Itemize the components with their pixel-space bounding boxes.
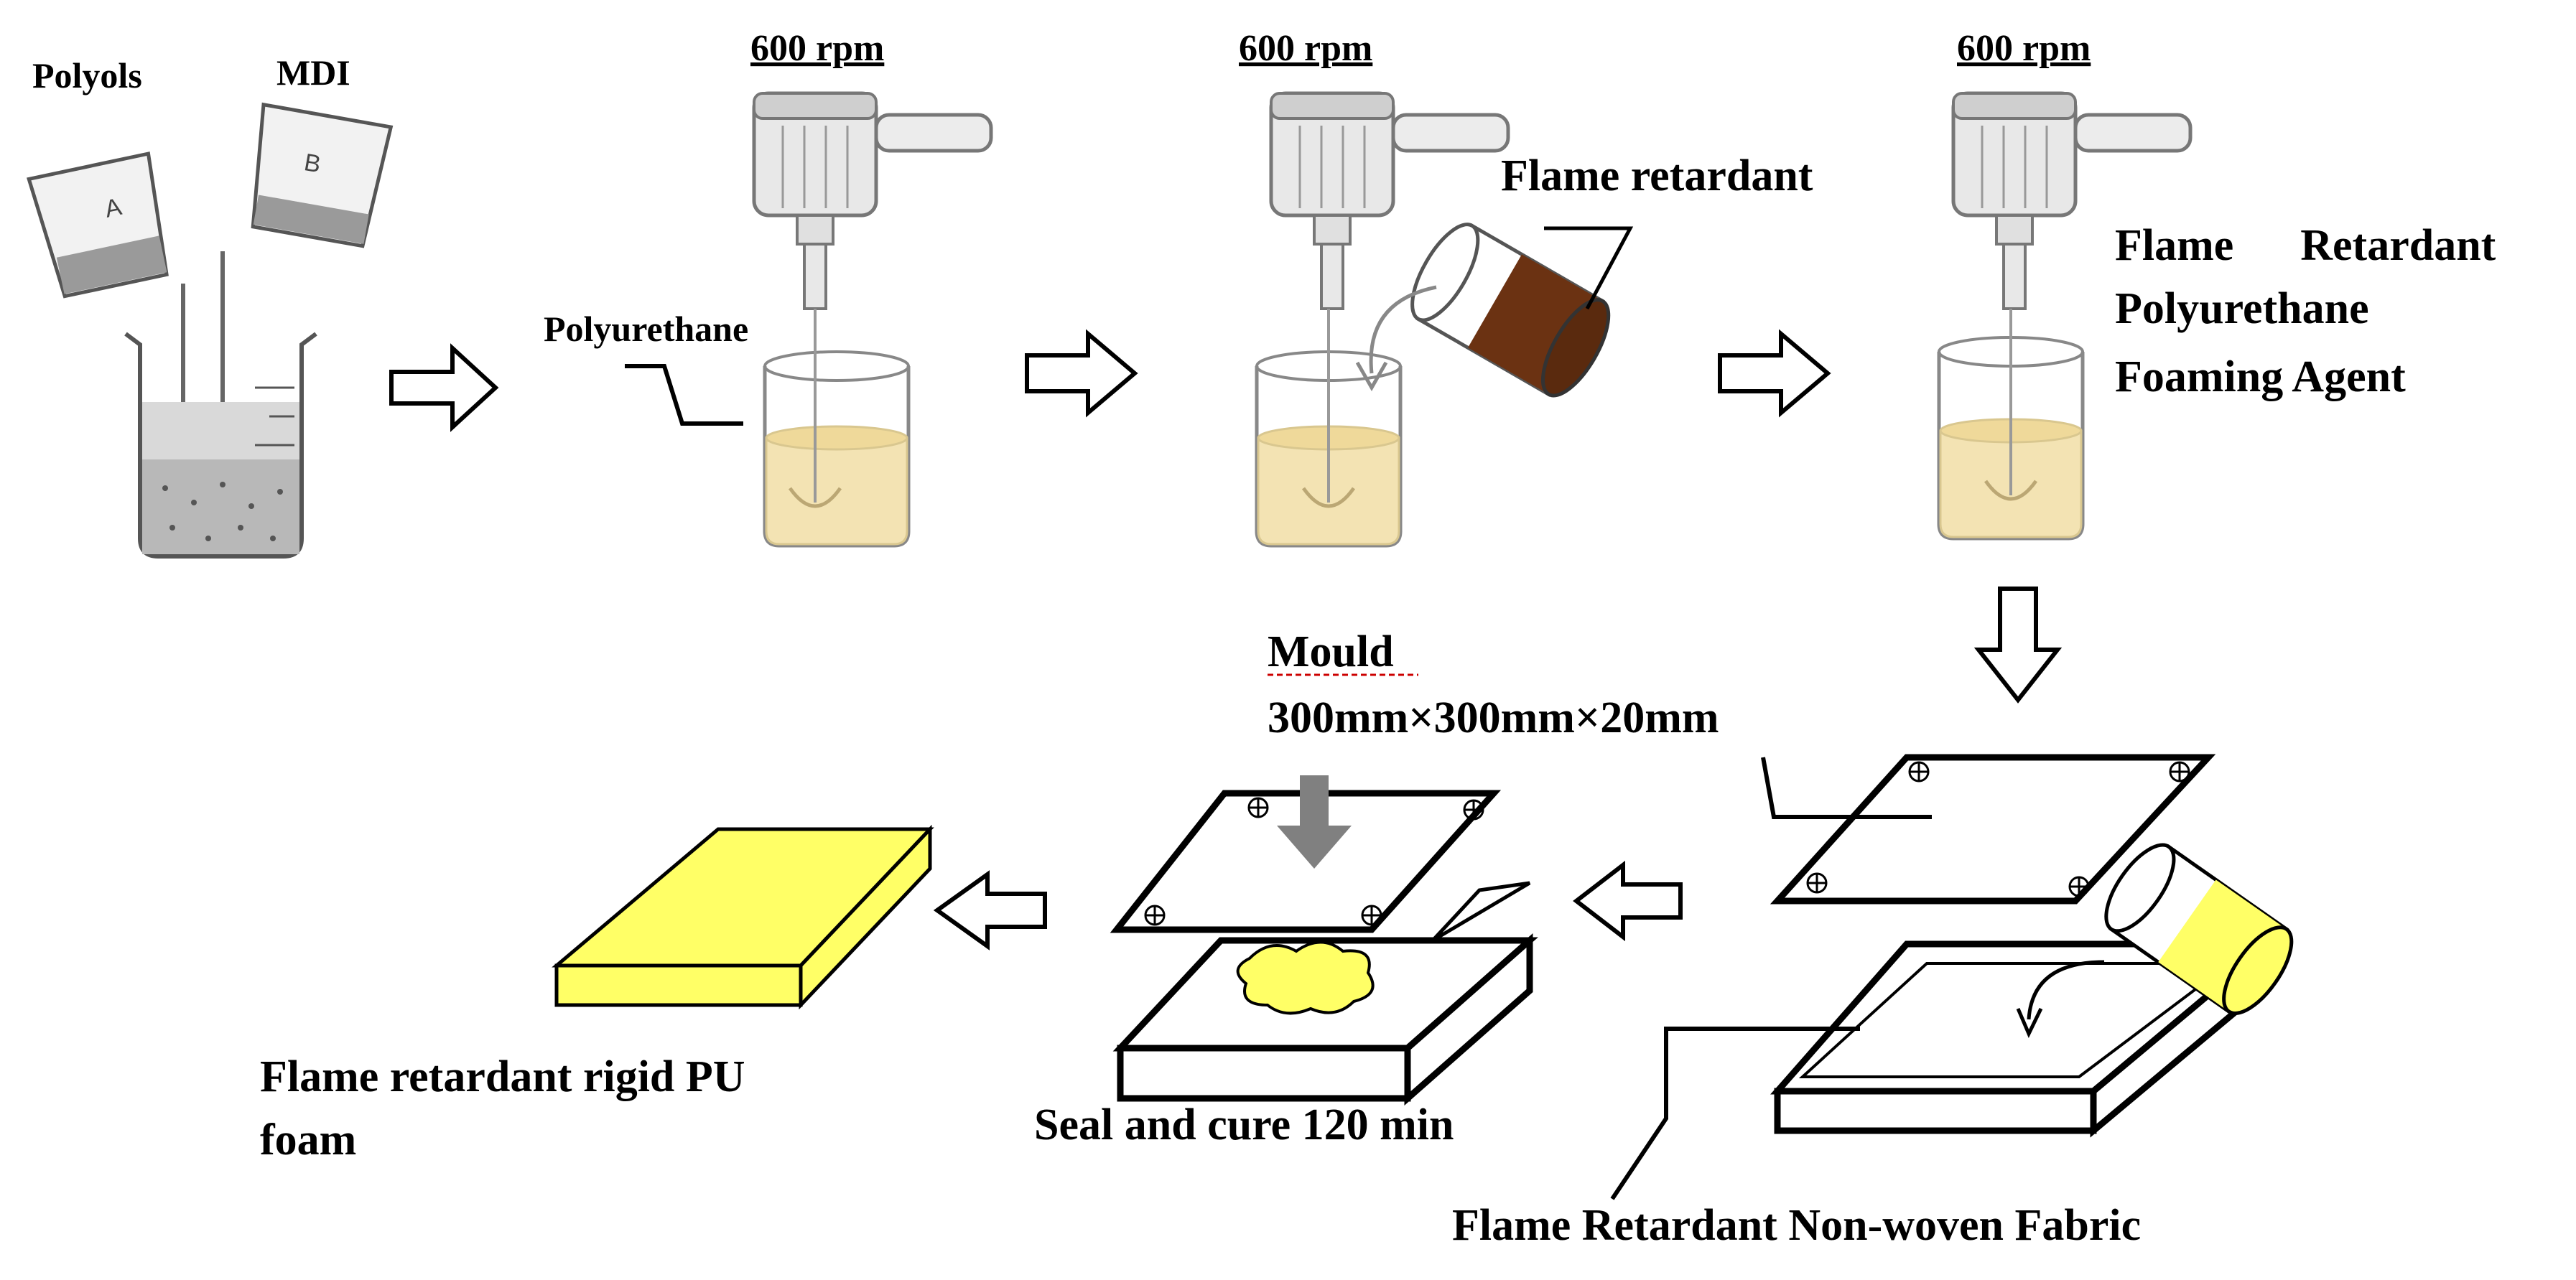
- mould-lid-6: [1110, 790, 1502, 933]
- mdi-label: MDI: [276, 52, 350, 93]
- step-foaming-agent: 600 rpm Flame Retardant Polyurethane Foa…: [1937, 28, 2496, 541]
- foaming-agent-line1: Flame Retardant: [2115, 221, 2496, 270]
- arrow-right-1: [389, 343, 499, 432]
- glass-beaker-2: [1255, 309, 1403, 548]
- arrow-right-2: [1025, 329, 1138, 418]
- foam-block-front: [554, 963, 803, 1007]
- press-arrow: [1277, 775, 1352, 869]
- non-woven-leader: [1610, 1027, 1860, 1200]
- non-woven-label: Flame Retardant Non-woven Fabric: [1452, 1201, 2141, 1250]
- foam-block-side: [799, 824, 932, 1010]
- glass-beaker-1: [763, 309, 911, 548]
- seal-cure-label: Seal and cure 120 min: [1034, 1101, 1454, 1149]
- rpm-label-3: 600 rpm: [1957, 28, 2091, 69]
- final-line1: Flame retardant rigid PU: [260, 1052, 745, 1101]
- mould-size: 300mm×300mm×20mm: [1268, 693, 1719, 742]
- arrow-down: [1973, 587, 2063, 704]
- step-seal-cure: Mould 300mm×300mm×20mm Seal and cure 120…: [1034, 627, 1719, 1149]
- stirrer-motor-1: [752, 91, 993, 310]
- step-non-woven-fabric: Flame Retardant Non-woven Fabric: [1452, 754, 2294, 1250]
- step-add-flame-retardant: 600 rpm Flame retardant: [1239, 28, 1813, 548]
- foaming-agent-line3: Foaming Agent: [2115, 352, 2406, 401]
- polyols-label: Polyols: [32, 55, 142, 95]
- rpm-label-1: 600 rpm: [750, 28, 884, 69]
- polyurethane-leader: [625, 364, 743, 426]
- flame-retardant-label: Flame retardant: [1501, 151, 1813, 200]
- arrow-left-2: [933, 870, 1047, 950]
- final-line2: foam: [260, 1116, 356, 1164]
- foaming-agent-line2: Polyurethane: [2115, 284, 2369, 333]
- foam-blob: [1236, 940, 1375, 1015]
- non-woven-cup: [2104, 843, 2294, 1015]
- rpm-label-2: 600 rpm: [1239, 28, 1372, 69]
- mould-leader: [1761, 757, 1932, 819]
- step-stir-polyurethane: 600 rpm Polyurethane: [544, 28, 993, 548]
- arrow-left-1: [1573, 860, 1683, 942]
- polyurethane-label: Polyurethane: [544, 309, 748, 349]
- mould-title: Mould: [1268, 627, 1394, 676]
- glass-beaker-3: [1937, 309, 2085, 541]
- arrow-right-3: [1718, 329, 1831, 418]
- flame-retardant-leader: [1544, 226, 1634, 310]
- stirrer-motor-2: [1269, 91, 1510, 310]
- flame-retardant-cup: [1410, 223, 1611, 398]
- step-final-foam: Flame retardant rigid PU foam: [260, 824, 934, 1164]
- mould-lid-5: [1770, 754, 2216, 905]
- stirrer-motor-3: [1951, 91, 2193, 310]
- step-mixing-beaker: A B Polyols MDI: [27, 52, 394, 559]
